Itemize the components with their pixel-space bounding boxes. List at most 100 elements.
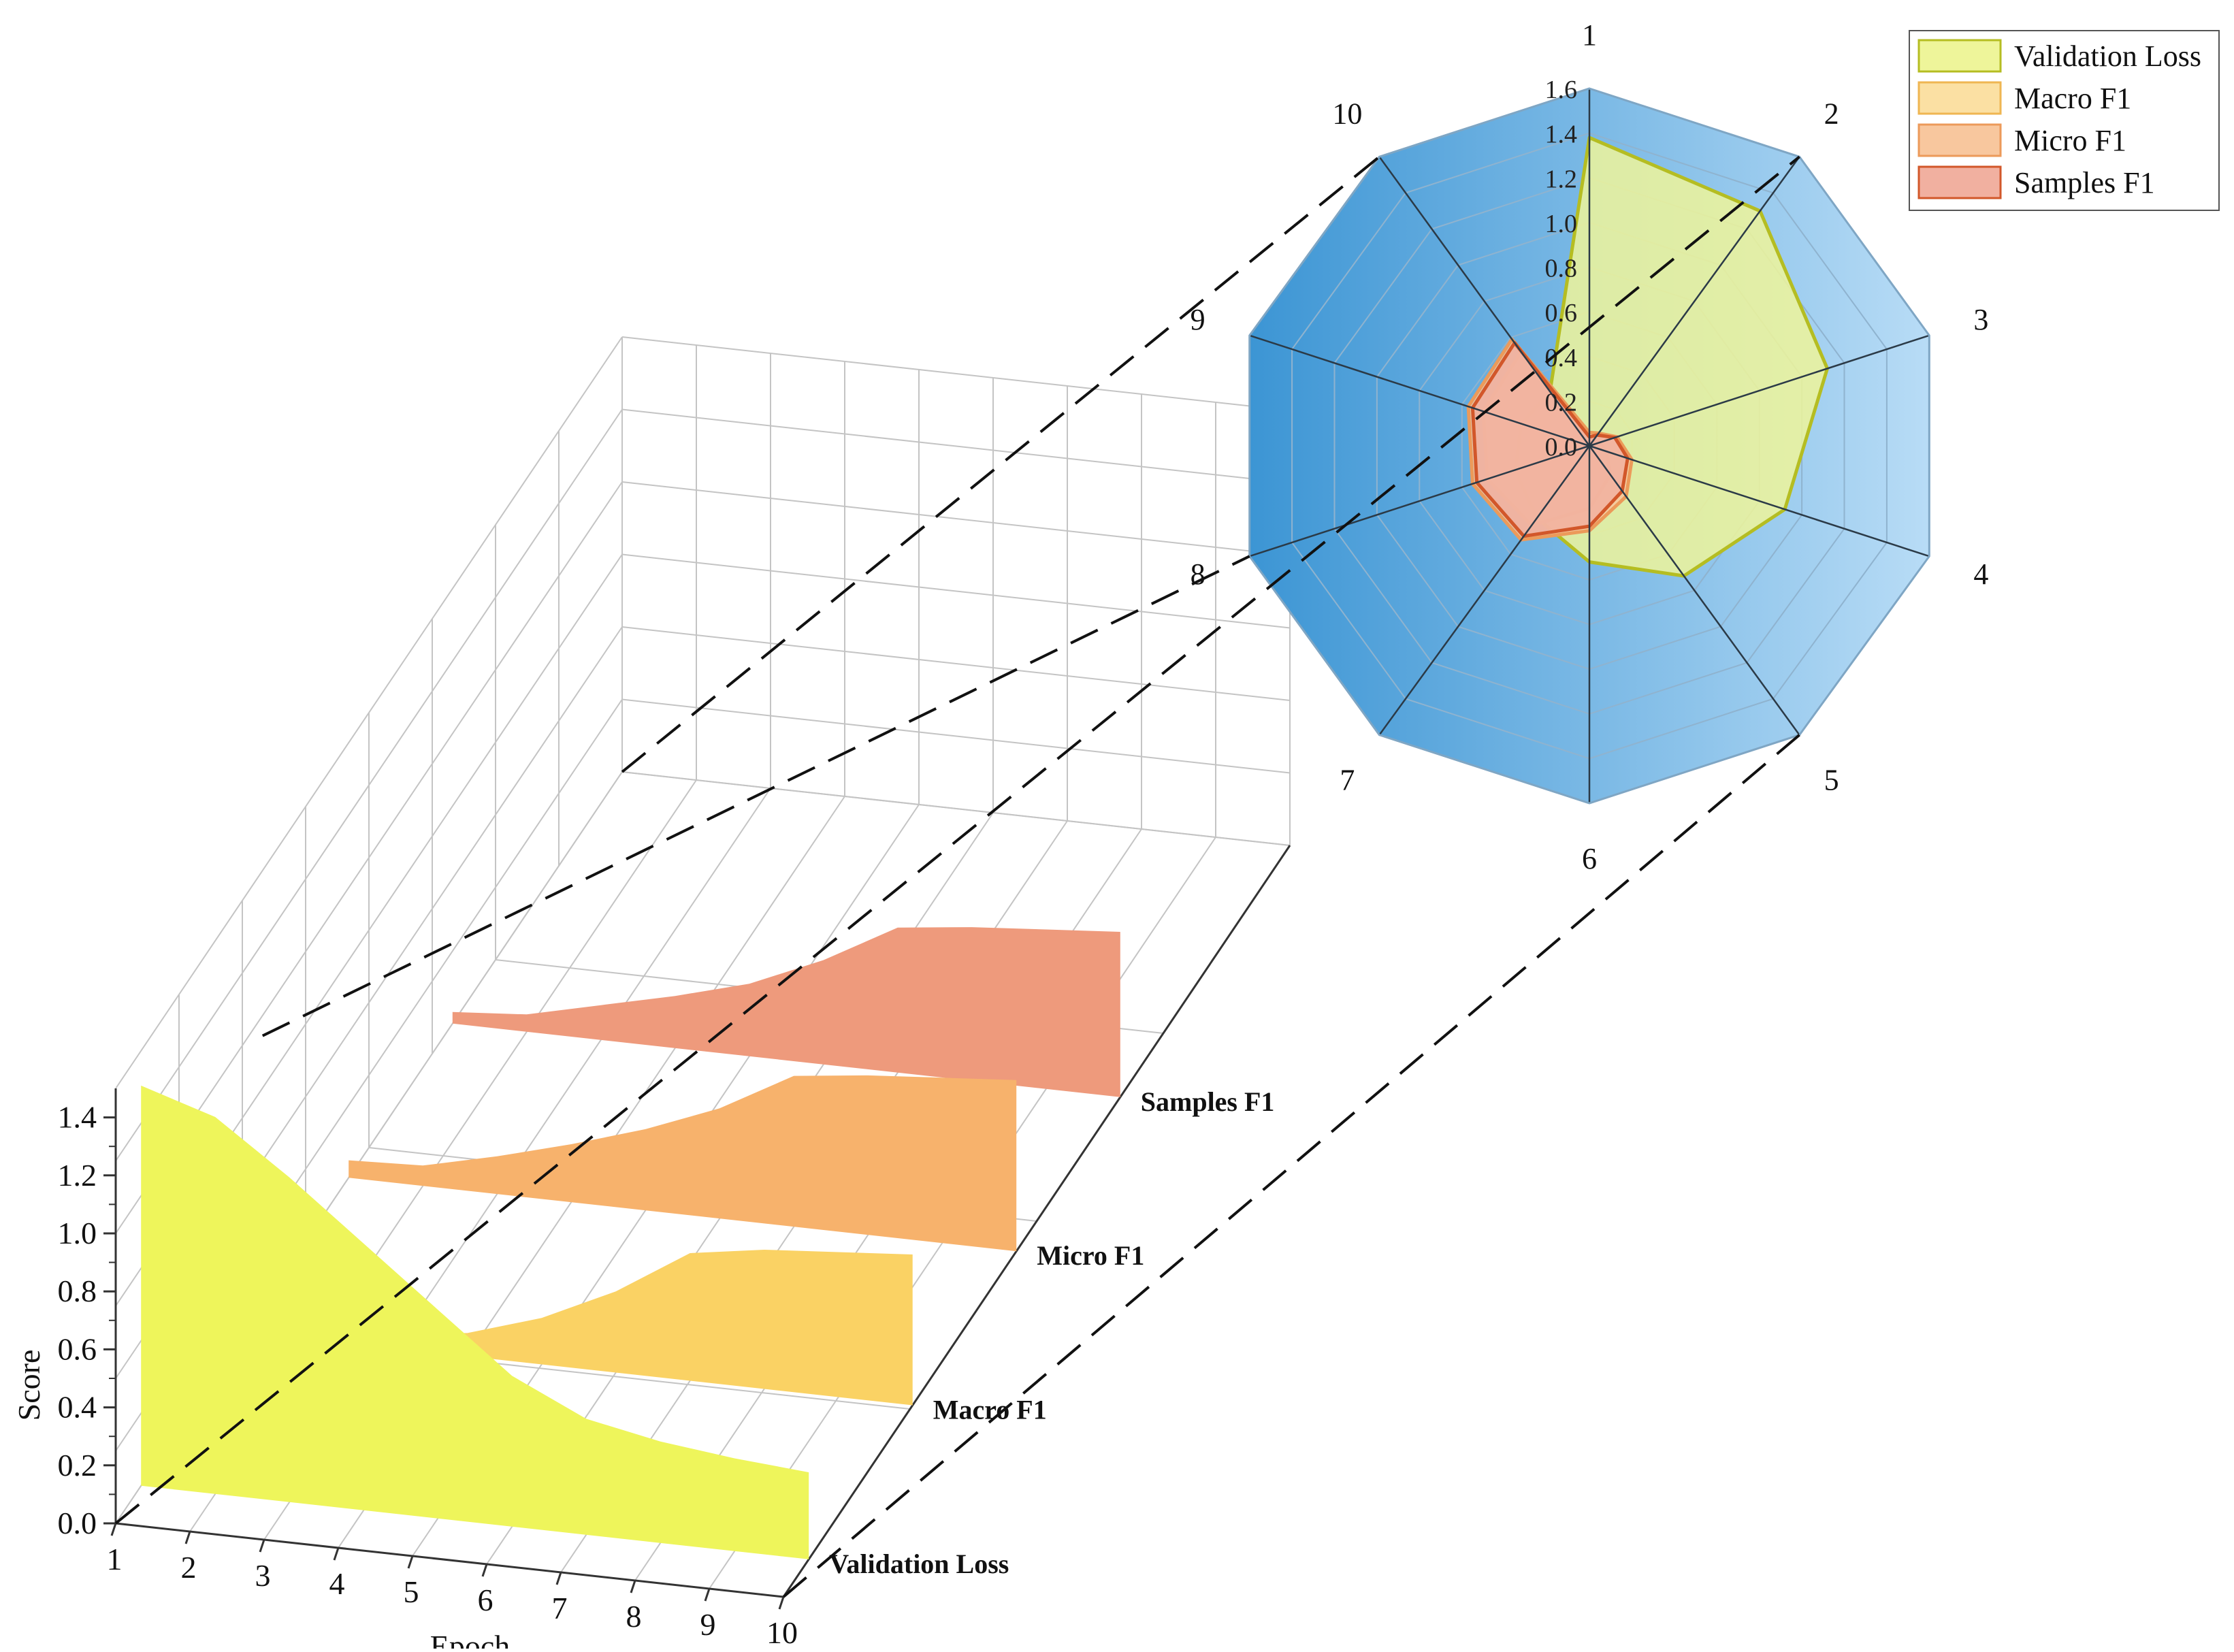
back-wall-grid-horizontal-1 [621,698,1291,774]
series-label-samples-f1: Samples F1 [1141,1086,1275,1117]
legend-swatch-macro-f1 [1917,81,2002,115]
series-label-micro-f1: Micro F1 [1037,1240,1144,1271]
x-tick-label-2: 2 [181,1550,197,1585]
y-axis-title: Score [12,1350,46,1421]
radar-spoke-10 [1378,156,1591,447]
radar-radial-label-1.6: 1.6 [1545,76,1578,104]
series-label-validation-loss: Validation Loss [829,1549,1009,1579]
y-tick-label-0.4: 0.4 [58,1390,97,1425]
x-tick-mark-4 [333,1547,340,1561]
radar-spoke-5 [1588,445,1800,736]
x-tick-label-1: 1 [107,1542,123,1576]
radar-spoke-9 [1249,334,1590,447]
radar-series [1466,135,1829,578]
radar-category-label-4: 4 [1973,557,1988,591]
legend-swatch-samples-f1 [1917,165,2002,199]
connector-line-2 [114,155,1800,1525]
x-axis-line [115,1522,784,1598]
x-tick-mark-3 [259,1539,265,1553]
radar-spoke-2 [1588,156,1800,447]
y-tick-label-0.0: 0.0 [58,1506,97,1540]
y-tick-label-0.8: 0.8 [58,1274,97,1308]
x-tick-mark-8 [630,1580,636,1593]
x-tick-label-10: 10 [766,1615,798,1649]
legend-label-samples-f1: Samples F1 [2014,166,2155,199]
waterfall-series-labels: Samples F1 Micro F1 Macro F1 Validation Los… [829,1086,1274,1579]
legend-swatch-micro-f1 [1917,123,2002,157]
legend-swatch-validation-loss [1917,39,2002,73]
radar-spoke-3 [1589,334,1930,447]
x-tick-mark-5 [407,1555,414,1569]
radar-spokes [1249,88,1930,803]
depth-axis-line [782,845,1291,1598]
waterfall-tick-labels: 1 2 3 4 5 6 7 8 9 10 0.0 0.2 0.4 0.6 0.8 1.0 1.2 1.4 [58,1100,798,1650]
ribbon-validation-loss [141,1085,809,1559]
waterfall-axes [103,845,1291,1610]
back-wall-grid-horizontal-3 [621,553,1291,629]
left-wall-grid-horizontal-6 [115,336,623,1089]
radar-category-label-8: 8 [1191,557,1205,591]
left-wall-grid-horizontal-5 [115,408,623,1162]
radar-category-label-5: 5 [1824,763,1839,796]
y-tick-label-0.2: 0.2 [58,1448,97,1483]
connector-line-4 [261,555,1250,1037]
x-tick-label-4: 4 [329,1566,345,1601]
series-label-macro-f1: Macro F1 [933,1394,1047,1425]
x-tick-mark-6 [481,1564,488,1577]
ribbon-samples-f1 [452,927,1120,1097]
radar-category-label-2: 2 [1824,97,1839,131]
radar-category-label-6: 6 [1582,842,1597,875]
radar-radial-tick-labels: 0.00.20.40.60.81.01.21.41.6 [1545,76,1578,461]
radar-category-label-9: 9 [1191,303,1205,336]
radar-radial-label-0.6: 0.6 [1545,299,1578,327]
ribbon-macro-f1 [244,1250,913,1406]
radar-radial-label-1.2: 1.2 [1545,165,1578,193]
back-wall-grid-horizontal-5 [621,408,1291,484]
radar-category-label-1: 1 [1582,18,1597,52]
x-tick-label-6: 6 [478,1583,493,1617]
back-wall-grid-horizontal-4 [621,481,1291,556]
radar-spoke-4 [1589,444,1930,557]
x-tick-label-3: 3 [255,1558,271,1593]
radar-radial-label-1.4: 1.4 [1545,120,1578,149]
back-wall-grid-horizontal-6 [621,336,1291,411]
radar-category-labels: 1 2 3 4 5 6 7 8 9 10 [1191,18,1989,875]
radar-radial-label-0.0: 0.0 [1545,433,1578,461]
y-tick-label-1.2: 1.2 [58,1158,97,1193]
x-tick-mark-10 [778,1596,785,1610]
ribbon-micro-f1 [349,1075,1017,1252]
radar-radial-label-0.2: 0.2 [1545,388,1578,417]
y-tick-label-1.0: 1.0 [58,1216,97,1250]
radar-spoke-8 [1249,444,1590,557]
radar-category-label-7: 7 [1340,763,1355,796]
x-tick-mark-9 [704,1588,711,1602]
radar-category-label-3: 3 [1973,303,1988,336]
legend-label-validation-loss: Validation Loss [2014,39,2201,73]
x-tick-label-7: 7 [552,1591,568,1625]
radar-outline [1248,87,1930,805]
left-wall-grid-horizontal-4 [115,481,623,1234]
connector-line-1 [621,155,1380,773]
waterfall-series [141,927,1120,1559]
connector-lines [114,155,1800,1598]
x-tick-label-8: 8 [626,1599,642,1634]
x-axis-title: Epoch [430,1629,511,1649]
y-tick-label-1.4: 1.4 [58,1100,97,1135]
legend-label-micro-f1: Micro F1 [2014,124,2126,157]
back-wall-grid-horizontal-0 [621,771,1291,846]
radar-spoke-7 [1378,445,1591,736]
x-tick-mark-1 [110,1523,117,1536]
y-tick-label-0.6: 0.6 [58,1331,97,1366]
legend-label-macro-f1: Macro F1 [2014,82,2131,115]
radar-radial-label-1.0: 1.0 [1545,210,1578,238]
x-tick-label-9: 9 [700,1607,716,1642]
x-tick-mark-7 [555,1572,562,1585]
radar-category-label-10: 10 [1332,97,1362,131]
radar-radial-label-0.8: 0.8 [1545,255,1578,283]
x-tick-mark-2 [184,1531,191,1544]
back-wall-grid-horizontal-2 [621,626,1291,701]
x-tick-label-5: 5 [404,1574,419,1609]
